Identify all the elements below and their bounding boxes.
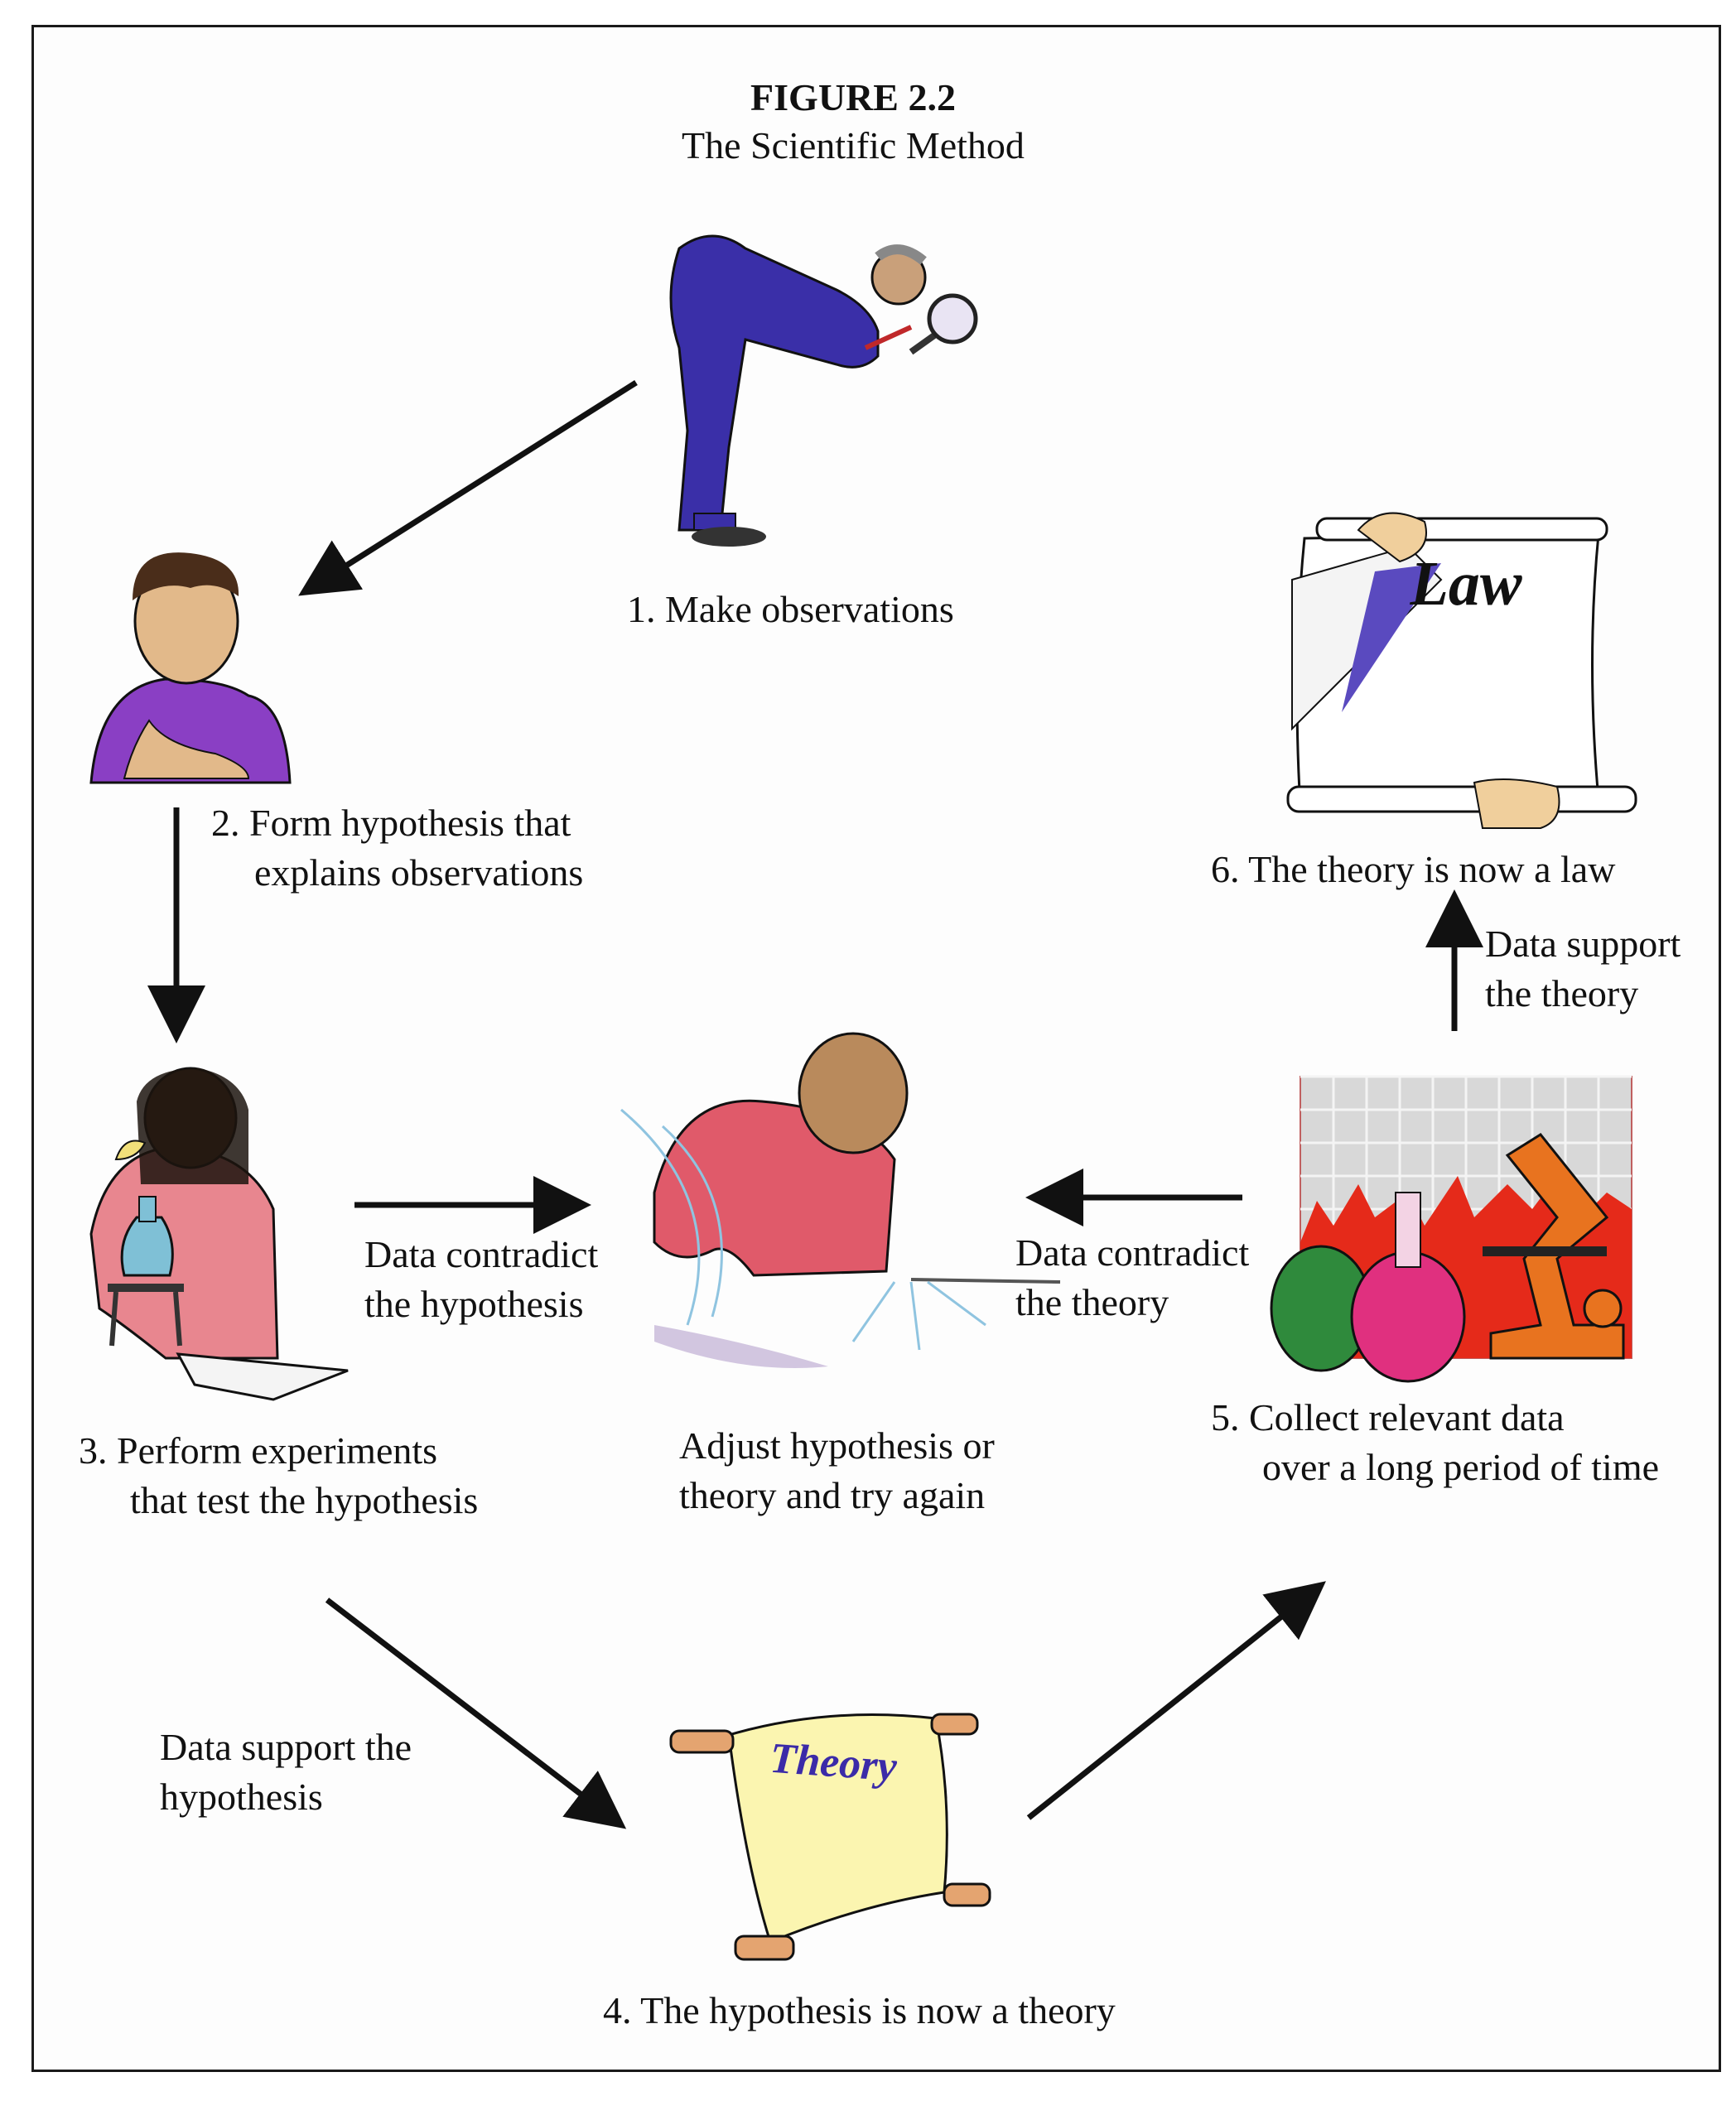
- arrow-experiment-to-theory: [325, 1597, 627, 1829]
- adjusting-scientist-icon: [620, 1032, 1061, 1368]
- adjust-line-2: theory and try again: [679, 1474, 986, 1516]
- data-support-theory-label: Data support the theory: [1485, 919, 1681, 1019]
- step-2-line-1: 2. Form hypothesis that: [211, 802, 571, 844]
- support-theory-line-2: the theory: [1485, 972, 1639, 1014]
- contradict-hypothesis-line-1: Data contradict: [364, 1233, 599, 1275]
- arrow-observe-to-hypothesis: [298, 380, 638, 596]
- contradict-theory-line-1: Data contradict: [1015, 1231, 1250, 1274]
- lab-equipment-icon: [1270, 1075, 1632, 1383]
- support-hypothesis-line-1: Data support the: [160, 1726, 412, 1768]
- support-hypothesis-line-2: hypothesis: [160, 1776, 323, 1818]
- arrow-theory-to-collect: [1026, 1581, 1326, 1820]
- step-1-label: 1. Make observations: [627, 588, 954, 630]
- adjust-label: Adjust hypothesis or theory and try agai…: [679, 1421, 995, 1520]
- contradict-hypothesis-line-2: the hypothesis: [364, 1283, 584, 1325]
- step-2-line-2: explains observations: [254, 851, 584, 894]
- contradict-theory-line-2: the theory: [1015, 1281, 1169, 1323]
- data-contradict-theory-label: Data contradict the theory: [1015, 1228, 1249, 1328]
- support-theory-line-1: Data support: [1485, 923, 1681, 965]
- law-scroll-icon: [1286, 512, 1637, 829]
- step-3-line-2: that test the hypothesis: [130, 1479, 479, 1521]
- law-scroll-word: Law: [1409, 549, 1521, 619]
- adjust-line-1: Adjust hypothesis or: [679, 1424, 995, 1467]
- step-4-label: 4. The hypothesis is now a theory: [603, 1989, 1116, 2031]
- step-6-label: 6. The theory is now a law: [1211, 848, 1616, 890]
- observer-scientist-icon: [669, 234, 978, 547]
- experimenter-icon: [89, 1067, 349, 1401]
- data-contradict-hypothesis-label: Data contradict the hypothesis: [364, 1230, 598, 1329]
- theory-scroll-icon: [669, 1713, 991, 1961]
- step-5-line-1: 5. Collect relevant data: [1211, 1396, 1565, 1438]
- figure-label: FIGURE 2.2: [750, 76, 956, 118]
- step-5-label: 5. Collect relevant data over a long per…: [1211, 1393, 1659, 1492]
- theory-scroll-word: Theory: [769, 1735, 899, 1791]
- data-support-hypothesis-label: Data support the hypothesis: [160, 1723, 412, 1822]
- step-3-label: 3. Perform experiments that test the hyp…: [79, 1426, 478, 1525]
- step-3-line-1: 3. Perform experiments: [79, 1429, 438, 1472]
- thinker-icon: [89, 552, 292, 784]
- figure-title: The Scientific Method: [682, 124, 1025, 166]
- step-2-label: 2. Form hypothesis that explains observa…: [211, 798, 583, 898]
- step-5-line-2: over a long period of time: [1262, 1446, 1660, 1488]
